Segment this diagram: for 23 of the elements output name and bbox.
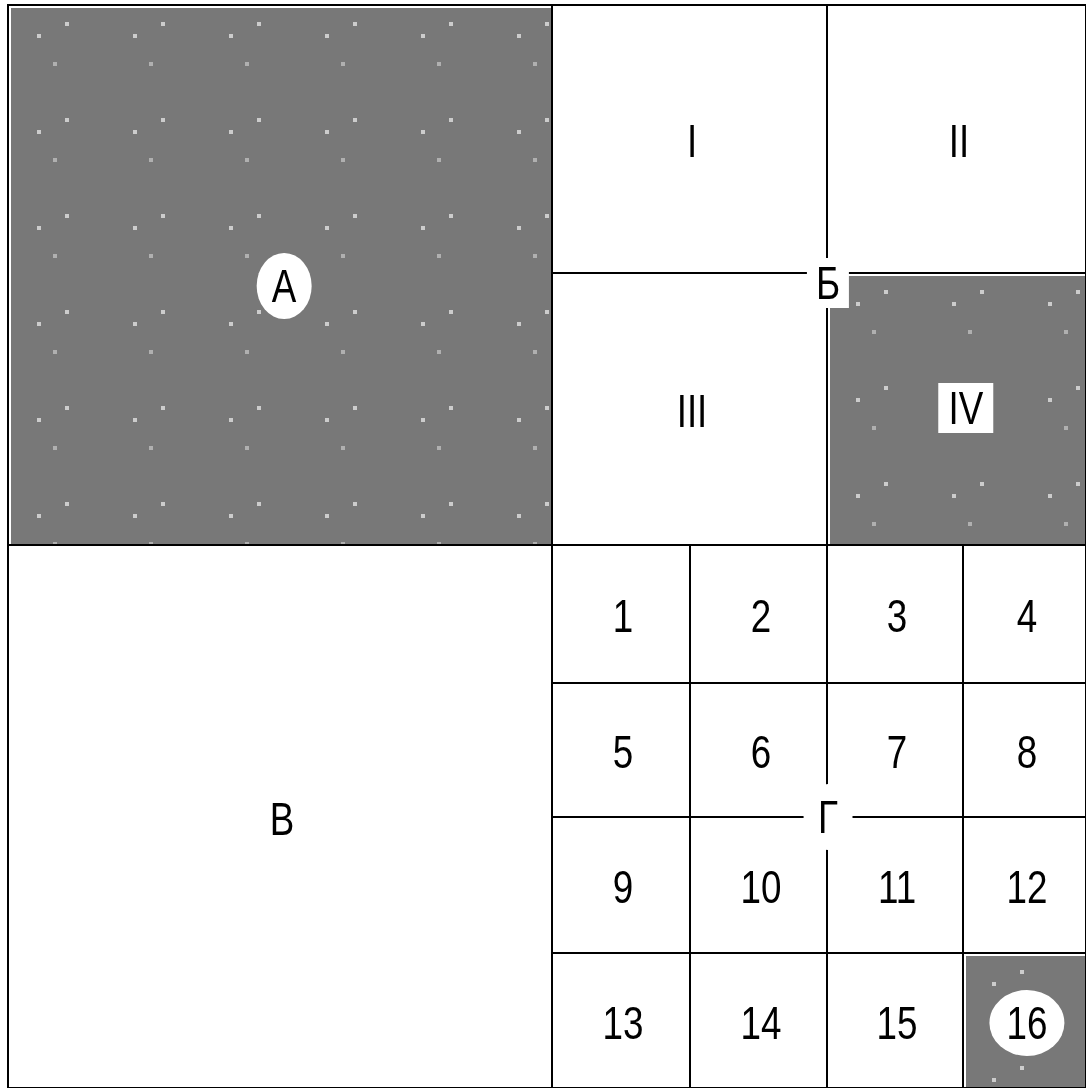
section-label: 4	[1015, 593, 1038, 639]
section-label: 3	[885, 593, 909, 639]
section-label: 14	[739, 999, 782, 1046]
section-label: 15	[875, 999, 919, 1046]
section-label: I	[685, 118, 698, 164]
section-label: IV	[938, 383, 994, 433]
section-label: 11	[876, 864, 918, 910]
section-label: 9	[611, 864, 635, 910]
section-box	[7, 544, 553, 1088]
section-label: 2	[749, 593, 772, 639]
section-label: 5	[611, 729, 635, 775]
section-label: В	[268, 795, 296, 842]
section-label: 1	[611, 593, 635, 639]
quadrant-label: Б	[806, 258, 850, 308]
section-label: 13	[601, 999, 645, 1046]
section-label: 12	[1005, 864, 1048, 910]
section-label: 8	[1015, 729, 1038, 775]
section-label: III	[675, 388, 708, 434]
section-label: 6	[749, 729, 772, 775]
section-label: 10	[739, 864, 782, 910]
section-label: II	[947, 118, 970, 164]
section-label: 7	[885, 729, 909, 775]
quadrant-label: Г	[803, 784, 853, 850]
